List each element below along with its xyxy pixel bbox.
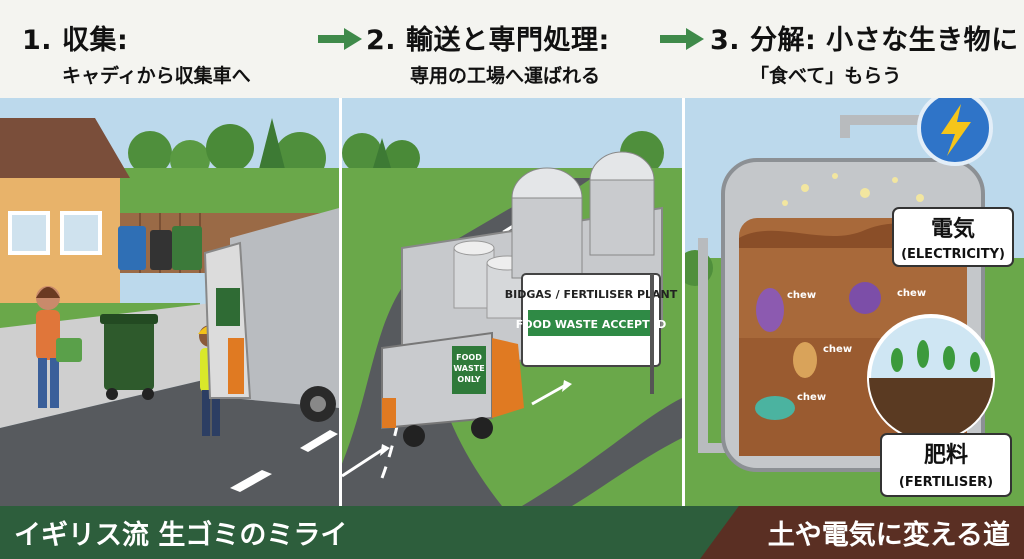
microbe-icon	[793, 342, 817, 378]
bottom-banner-right	[700, 506, 1024, 559]
fertiliser-label-box	[880, 433, 1012, 497]
microbe-icon	[756, 288, 784, 332]
banner-left-text: イギリス流 生ゴミのミライ	[14, 520, 348, 551]
panel-collection	[0, 98, 339, 506]
step-1-subtitle: キャディから収集車へ	[62, 65, 251, 87]
electricity-label-box	[892, 207, 1014, 267]
fertiliser-label-jp: 肥料	[924, 443, 968, 468]
step-arrow-icon	[318, 28, 362, 50]
electricity-label-jp: 電気	[931, 216, 975, 242]
truck-sign-line-3: ONLY	[457, 375, 480, 384]
chew-label-3: chew	[823, 344, 852, 355]
blue-bin-icon	[118, 226, 146, 270]
step-3-subtitle: 「食べて」もらう	[750, 65, 902, 87]
step-2-subtitle: 専用の工場へ運ばれる	[410, 65, 601, 87]
chew-label-1: chew	[787, 290, 816, 301]
step-3-title: 3. 分解: 小さな生き物に	[710, 25, 1019, 56]
chew-label-4: chew	[797, 392, 826, 403]
plant-sign-top: BIDGAS / FERTILISER PLANT	[505, 288, 678, 301]
plant-sign-bottom: FOOD WASTE ACCEPTED	[516, 318, 666, 331]
step-2-heading: 2. 輸送と専門処理: 専用の工場へ運ばれる	[366, 18, 610, 88]
step-2-title: 2. 輸送と専門処理:	[366, 25, 610, 56]
panel-divider	[682, 98, 685, 506]
step-3-heading: 3. 分解: 小さな生き物に 「食べて」もらう	[710, 18, 1019, 88]
panel-transport: BIDGAS / FERTILISER PLANT FOOD WASTE ACC…	[342, 98, 682, 506]
truck-sign-line-1: FOOD	[456, 353, 482, 362]
panel-divider	[339, 98, 342, 506]
step-1-title: 1. 収集:	[22, 25, 129, 56]
step-arrow-icon	[660, 28, 704, 50]
chew-label-2: chew	[897, 288, 926, 299]
panel-digestion: chew chew chew chew 電気 (ELECTRICITY) 肥料 …	[685, 98, 1024, 506]
microbe-icon	[755, 396, 795, 420]
step-1-heading: 1. 収集: キャディから収集車へ	[22, 18, 251, 88]
banner-right-text: 土や電気に変える道	[767, 520, 1010, 551]
bottom-banner-left	[0, 506, 760, 559]
electricity-label-en: (ELECTRICITY)	[901, 247, 1005, 262]
microbe-icon	[849, 282, 881, 314]
fertiliser-label-en: (FERTILISER)	[899, 475, 993, 490]
truck-sign-line-2: WASTE	[453, 364, 484, 373]
